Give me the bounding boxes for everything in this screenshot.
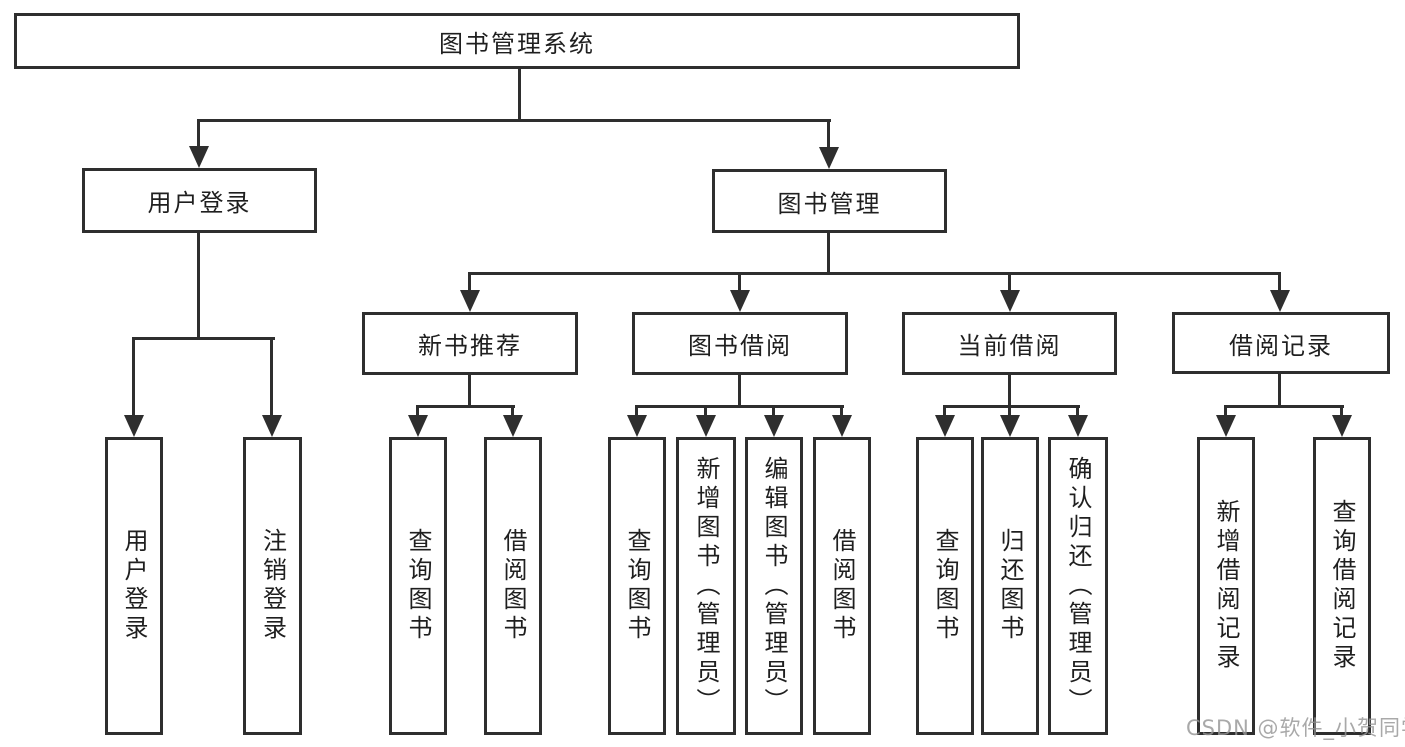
connector-line bbox=[943, 405, 1080, 408]
arrow-down-icon bbox=[460, 290, 480, 312]
leaf-label: 借阅图书 bbox=[499, 528, 527, 644]
arrow-down-icon bbox=[935, 415, 955, 437]
connector-line bbox=[132, 337, 275, 340]
node-label: 图书管理 bbox=[777, 189, 882, 218]
connector-line bbox=[738, 375, 741, 408]
node-current-borrowing: 当前借阅 bbox=[902, 312, 1117, 375]
leaf-label: 注销登录 bbox=[258, 528, 287, 644]
leaf-query-books: 查询图书 bbox=[916, 437, 974, 735]
leaf-label: 确认归还（管理员） bbox=[1064, 455, 1092, 717]
connector-line bbox=[827, 119, 830, 150]
leaf-label: 查询图书 bbox=[931, 528, 959, 644]
connector-line bbox=[416, 405, 515, 408]
arrow-down-icon bbox=[1332, 415, 1352, 437]
connector-line bbox=[1008, 375, 1011, 408]
arrow-down-icon bbox=[1000, 290, 1020, 312]
arrow-down-icon bbox=[1270, 290, 1290, 312]
arrow-down-icon bbox=[1216, 415, 1236, 437]
csdn-watermark: CSDN @软件_小贺同学 bbox=[1186, 716, 1405, 740]
connector-line bbox=[198, 119, 831, 122]
node-label: 当前借阅 bbox=[957, 332, 1062, 360]
node-label: 图书借阅 bbox=[688, 332, 792, 360]
connector-line bbox=[738, 275, 741, 291]
arrow-down-icon bbox=[408, 415, 428, 437]
arrow-down-icon bbox=[1068, 415, 1088, 437]
arrow-down-icon bbox=[189, 146, 209, 168]
node-new-book-recommendation: 新书推荐 bbox=[362, 312, 578, 375]
connector-line bbox=[1278, 374, 1281, 408]
node-book-management: 图书管理 bbox=[712, 169, 947, 233]
arrow-down-icon bbox=[262, 415, 282, 437]
arrow-down-icon bbox=[819, 147, 839, 169]
connector-line bbox=[943, 408, 946, 417]
node-borrowing-records: 借阅记录 bbox=[1172, 312, 1390, 374]
connector-line bbox=[704, 408, 707, 417]
node-label: 用户登录 bbox=[147, 189, 252, 217]
node-book-borrowing: 图书借阅 bbox=[632, 312, 848, 375]
connector-line bbox=[511, 408, 514, 417]
leaf-logout: 注销登录 bbox=[243, 437, 302, 735]
connector-line bbox=[840, 408, 843, 417]
connector-line bbox=[635, 405, 844, 408]
connector-line bbox=[1008, 275, 1011, 291]
arrow-down-icon bbox=[503, 415, 523, 437]
connector-line bbox=[468, 375, 471, 408]
leaf-query-books: 查询图书 bbox=[608, 437, 666, 735]
leaf-label: 新增图书（管理员） bbox=[692, 455, 720, 717]
arrow-down-icon bbox=[124, 415, 144, 437]
connector-line bbox=[1224, 408, 1227, 417]
leaf-label: 用户登录 bbox=[120, 528, 148, 644]
connector-line bbox=[468, 272, 1281, 275]
arrow-down-icon bbox=[1000, 415, 1020, 437]
connector-line bbox=[518, 69, 521, 119]
node-user-login: 用户登录 bbox=[82, 168, 317, 233]
connector-line bbox=[635, 408, 638, 417]
connector-line bbox=[1008, 408, 1011, 417]
leaf-edit-books-admin: 编辑图书（管理员） bbox=[745, 437, 803, 735]
leaf-label: 新增借阅记录 bbox=[1212, 499, 1240, 673]
arrow-down-icon bbox=[730, 290, 750, 312]
leaf-label: 借阅图书 bbox=[828, 528, 856, 644]
node-label: 新书推荐 bbox=[418, 332, 522, 360]
connector-line bbox=[827, 233, 830, 275]
arrow-down-icon bbox=[627, 415, 647, 437]
arrow-down-icon bbox=[764, 415, 784, 437]
arrow-down-icon bbox=[696, 415, 716, 437]
node-label: 图书管理系统 bbox=[439, 29, 595, 58]
leaf-confirm-return-admin: 确认归还（管理员） bbox=[1048, 437, 1108, 735]
connector-line bbox=[468, 275, 471, 291]
leaf-label: 归还图书 bbox=[996, 528, 1024, 644]
connector-line bbox=[197, 119, 200, 150]
leaf-borrow-books: 借阅图书 bbox=[484, 437, 542, 735]
leaf-label: 查询图书 bbox=[623, 528, 651, 644]
connector-line bbox=[772, 408, 775, 417]
connector-line bbox=[132, 340, 135, 416]
leaf-label: 查询图书 bbox=[404, 528, 432, 644]
leaf-add-books-admin: 新增图书（管理员） bbox=[676, 437, 736, 735]
arrow-down-icon bbox=[832, 415, 852, 437]
connector-line bbox=[416, 408, 419, 417]
connector-line bbox=[1224, 405, 1344, 408]
leaf-user-login: 用户登录 bbox=[105, 437, 163, 735]
leaf-label: 编辑图书（管理员） bbox=[760, 455, 788, 717]
node-library-management-system: 图书管理系统 bbox=[14, 13, 1020, 69]
leaf-return-books: 归还图书 bbox=[981, 437, 1039, 735]
connector-line bbox=[1278, 275, 1281, 291]
connector-line bbox=[1076, 408, 1079, 417]
node-label: 借阅记录 bbox=[1229, 331, 1333, 360]
leaf-query-borrow-record: 查询借阅记录 bbox=[1313, 437, 1371, 735]
leaf-label: 查询借阅记录 bbox=[1328, 499, 1356, 673]
leaf-query-books: 查询图书 bbox=[389, 437, 447, 735]
connector-line bbox=[197, 233, 200, 340]
leaf-borrow-books: 借阅图书 bbox=[813, 437, 871, 735]
connector-line bbox=[1340, 408, 1343, 417]
leaf-add-borrow-record: 新增借阅记录 bbox=[1197, 437, 1255, 735]
connector-line bbox=[270, 340, 273, 416]
